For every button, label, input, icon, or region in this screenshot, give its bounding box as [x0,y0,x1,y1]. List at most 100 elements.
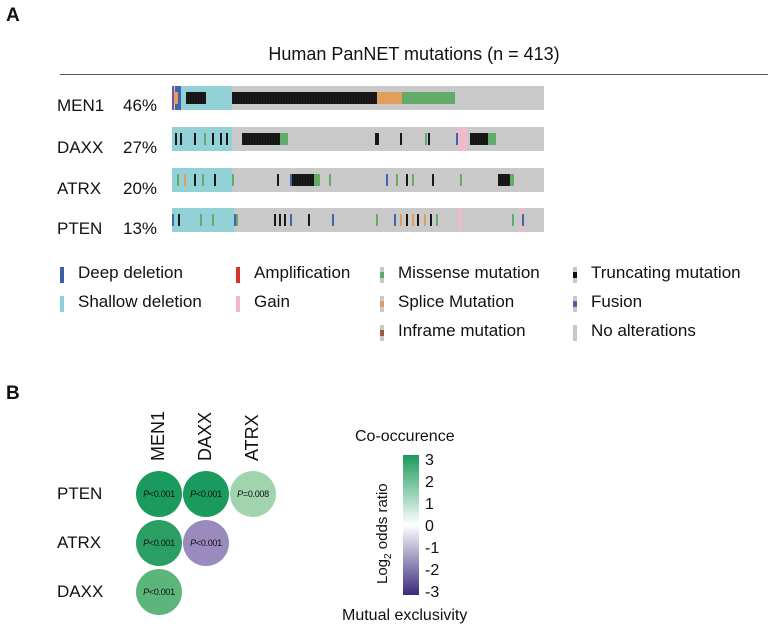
oncoprint-mutation-atrx [184,174,186,186]
oncoprint-mutation-atrx [194,174,196,186]
gene-pct-pten: 13% [123,219,158,238]
oncoprint-mutation-atrx [329,174,331,186]
colorbar-axis-label: Log2 odds ratio [374,483,394,584]
p-value: <0.001 [195,538,222,548]
oncoprint-mutation-daxx [242,133,280,145]
oncoprint-mutation-pten [436,214,438,226]
p-value: <0.001 [195,489,222,499]
legend-item-gain: Gain [236,292,290,312]
oncoprint-mutation-daxx [180,133,182,145]
oncoprint-mutation-pten [512,214,514,226]
oncoprint-cna-pten [172,208,234,232]
legend-label: Truncating mutation [591,263,741,282]
oncoprint-mutation-atrx [277,174,279,186]
legend-item-deep-deletion: Deep deletion [60,263,183,283]
odds-bubble-daxx-men1: P<0.001 [136,569,182,615]
legend-label: Splice Mutation [398,292,515,311]
oncoprint-mutation-pten [172,214,174,226]
gene-label-pten: PTEN [57,219,103,238]
oncoprint-mutation-daxx [375,133,377,145]
oncoprint-mutation-pten [200,214,202,226]
oncoprint-mutation-daxx [280,133,288,145]
legend-item-splice-mutation: Splice Mutation [380,292,514,312]
oncoprint-mutation-pten [308,214,310,226]
oncoprint-mutation-atrx [412,174,414,186]
oncoprint-mutation-atrx [396,174,398,186]
oncoprint-mutation-pten [274,214,276,226]
oncoprint-title: Human PanNET mutations (n = 413) [268,44,560,64]
colorbar-tick: 0 [425,518,434,535]
oncoprint-mutation-pten [376,214,378,226]
oncoprint-mutation-pten [400,214,402,226]
oncoprint-grid [172,86,544,232]
gene-label-daxx: DAXX [57,138,104,157]
oncoprint-mutation-atrx [498,174,510,186]
p-value: =0.008 [242,489,269,499]
oncoprint-mutation-men1 [186,92,206,104]
legend-swatch [380,267,384,283]
legend-item-no-alterations: No alterations [573,321,696,341]
legend-swatch-mark [573,301,577,307]
legend-swatch [60,296,64,312]
oncoprint-mutation-daxx [194,133,196,145]
legend-label: Inframe mutation [398,321,526,340]
oncoprint-mutation-atrx [386,174,388,186]
gene-pct-daxx: 27% [123,138,158,157]
oncoprint-cna-daxx [457,127,467,151]
legend-swatch [236,296,240,312]
matrix-col-men1: MEN1 [148,410,168,461]
colorbar-tick: -1 [425,540,440,557]
legend-swatch [236,267,240,283]
odds-bubble-atrx-men1: P<0.001 [136,520,182,566]
oncoprint-mutation-atrx [314,174,320,186]
legend-swatch [60,267,64,283]
oncoprint-mutation-pten [284,214,286,226]
legend-item-missense-mutation: Missense mutation [380,263,540,283]
oncoprint-mutation-atrx [510,174,514,186]
legend-swatch [380,296,384,312]
oncoprint-mutation-pten [424,214,426,226]
panel-a-letter: A [6,5,20,26]
p-symbol: P [143,587,149,597]
oncoprint-mutation-atrx [232,174,234,186]
odds-bubble-atrx-daxx: P<0.001 [183,520,229,566]
oncoprint-mutation-daxx [470,133,488,145]
oncoprint-mutation-daxx [456,133,458,145]
colorbar-bottom-caption: Mutual exclusivity [342,607,468,624]
oncoprint-mutation-pten [290,214,292,226]
oncoprint-mutation-atrx [432,174,434,186]
legend-swatch-mark [380,272,384,278]
legend-swatch [573,325,577,341]
oncoprint-mutation-pten [234,214,236,226]
oncoprint-mutation-daxx [488,133,496,145]
oncoprint-mutation-pten [236,214,238,226]
gene-label-men1: MEN1 [57,96,105,115]
matrix-row-pten: PTEN [57,484,103,503]
matrix-col-daxx: DAXX [195,411,215,461]
oncoprint-mutation-daxx [204,133,206,145]
oncoprint-mutation-pten [212,214,214,226]
legend-swatch-mark [380,330,384,336]
gene-pct-men1: 46% [123,96,158,115]
oncoprint-mutation-pten [417,214,419,226]
legend-label: Gain [254,292,290,311]
colorbar-tick: 1 [425,496,434,513]
oncoprint-mutation-pten [178,214,180,226]
oncoprint-mutation-atrx [406,174,408,186]
p-value: <0.001 [148,538,175,548]
legend-label: Amplification [254,263,351,282]
legend-label: Missense mutation [398,263,540,282]
legend-item-amplification: Amplification [236,263,350,283]
legend-swatch-mark [380,301,384,307]
legend-label: No alterations [591,321,696,340]
oncoprint-mutation-daxx [175,133,177,145]
oncoprint-mutation-men1 [174,92,178,104]
oncoprint-mutation-daxx [425,133,427,145]
oncoprint-mutation-daxx [377,133,379,145]
oncoprint-mutation-daxx [226,133,228,145]
oncoprint-mutation-daxx [212,133,214,145]
oncoprint-mutation-pten [279,214,281,226]
odds-bubble-pten-atrx: P=0.008 [230,471,276,517]
oncoprint-mutation-pten [332,214,334,226]
p-symbol: P [190,538,196,548]
